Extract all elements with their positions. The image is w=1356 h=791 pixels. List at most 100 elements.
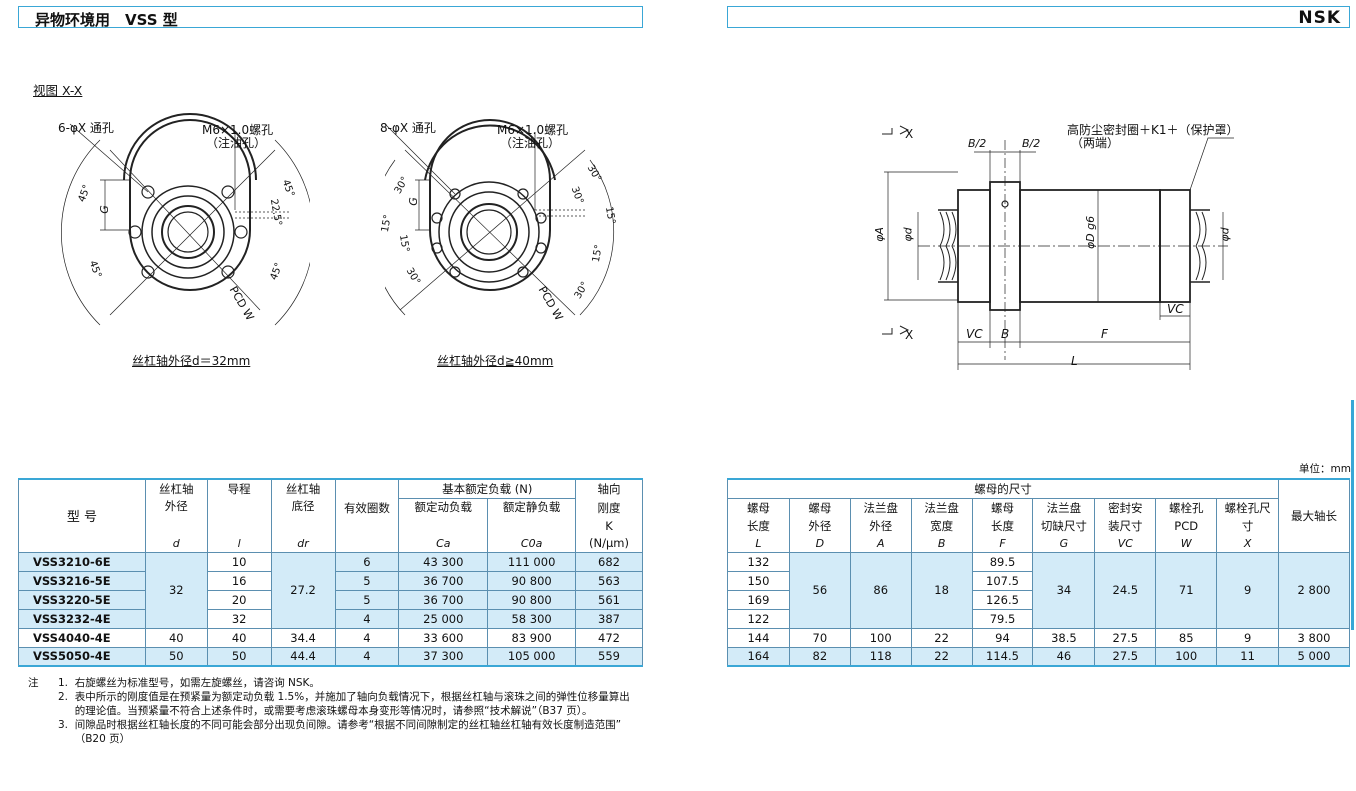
cell: 37 300 <box>398 646 489 667</box>
page-edge-marker <box>1351 400 1354 630</box>
col-head: K <box>605 518 613 533</box>
col-head: 法兰盘宽度 <box>910 497 973 535</box>
col-sym: A <box>849 535 912 553</box>
cell: 86 <box>849 551 912 629</box>
hole-label-40: 8-φX 通孔 <box>380 121 436 135</box>
footnotes: 注 1. 右旋螺丝为标准型号，如需左旋螺丝，请咨询 NSK。2. 表中所示的刚度… <box>28 676 630 746</box>
caption-32: 丝杠轴外径d＝32mm <box>132 354 251 368</box>
note-line: （B20 页） <box>58 733 131 745</box>
model-cell: VSS4040-4E <box>18 627 146 648</box>
col-sym: X <box>1216 535 1280 553</box>
half-b-label: B/2 <box>968 137 987 150</box>
cell: 27.5 <box>1094 627 1157 648</box>
model-cell: VSS3232-4E <box>18 608 146 629</box>
cell: 682 <box>575 551 643 572</box>
cell: 71 <box>1155 551 1218 629</box>
flange-drawing-40 <box>385 119 615 316</box>
cell: 89.5 <box>971 551 1034 572</box>
note-line: 的理论值。当预紧量不符合上述条件时，或需要考虑滚珠螺母本身变形等情况时，请参照“… <box>58 705 593 717</box>
g-label: G <box>406 197 420 206</box>
col-model: 型 号 <box>18 478 146 553</box>
cell: 387 <box>575 608 643 629</box>
cell: 126.5 <box>971 589 1034 610</box>
cell: 4 <box>334 608 400 629</box>
page-title-bar: 异物环境用 VSS 型 <box>18 6 643 29</box>
col-head-line: 装尺寸 <box>1108 518 1143 533</box>
col-sym: l <box>206 535 272 553</box>
cell: 561 <box>575 589 643 610</box>
cell: 3 800 <box>1278 627 1350 648</box>
cell: 132 <box>727 551 790 572</box>
cell: 94 <box>971 627 1034 648</box>
model-cell: VSS3220-5E <box>18 589 146 610</box>
seal-label: 高防尘密封圈＋K1＋（保护罩） <box>1067 123 1239 137</box>
col-head: 刚度 <box>597 500 621 515</box>
col-head: 外径 <box>144 498 208 535</box>
cell: 5 000 <box>1278 646 1350 667</box>
col-head: 螺母外径 <box>788 497 851 535</box>
cell: 105 000 <box>487 646 577 667</box>
cell: 32 <box>144 551 208 629</box>
col-head: 法兰盘切缺尺寸 <box>1032 497 1096 535</box>
b-label: B <box>1001 327 1010 341</box>
cell: 169 <box>727 589 790 610</box>
vc-label: VC <box>966 327 983 341</box>
cell: 34.4 <box>270 627 336 648</box>
cell: 122 <box>727 608 790 629</box>
col-head: 螺母长度 <box>971 497 1034 535</box>
oil-hole-sub-40: （注油孔） <box>500 136 561 150</box>
col-head-line: 法兰盘 <box>863 500 898 515</box>
cell: 150 <box>727 570 790 591</box>
half-b-label: B/2 <box>1022 137 1041 150</box>
flange-drawing-32 <box>60 113 310 326</box>
model-cell: VSS5050-4E <box>18 646 146 667</box>
cell: 5 <box>334 589 400 610</box>
unit-note: 单位：mm <box>1299 463 1351 475</box>
model-cell: VSS3210-6E <box>18 551 146 572</box>
cell: 34 <box>1032 551 1096 629</box>
note-line: 1. 右旋螺丝为标准型号，如需左旋螺丝，请咨询 NSK。 <box>58 677 320 689</box>
cell: 44.4 <box>270 646 336 667</box>
col-head-line: 长度 <box>990 518 1014 533</box>
col-head: 密封安装尺寸 <box>1094 497 1157 535</box>
cell: 90 800 <box>487 570 577 591</box>
table-row: VSS3210-6E 32 10 27.2 6 43 300 111 000 6… <box>18 551 643 629</box>
hole-label-32: 6-φX 通孔 <box>58 121 114 135</box>
col-head: 螺母长度 <box>727 497 790 535</box>
col-head: 法兰盘外径 <box>849 497 912 535</box>
x-marker-top: X <box>905 127 914 141</box>
col-head: 丝杠轴 <box>270 478 336 498</box>
page-title: 异物环境用 VSS 型 <box>35 11 178 29</box>
col-head-line: 螺栓孔 <box>1168 500 1204 515</box>
cell: 9 <box>1216 551 1280 629</box>
col-head-line: 法兰盘 <box>924 500 959 515</box>
col-head-line: 外径 <box>869 518 893 533</box>
cell: 36 700 <box>398 589 489 610</box>
vc-label: VC <box>1167 302 1184 316</box>
cell: 4 <box>334 646 400 667</box>
cell: 111 000 <box>487 551 577 572</box>
col-turns: 有效圈数 <box>334 478 400 535</box>
oil-hole-sub-32: （注油孔） <box>206 136 267 150</box>
cell: 40 <box>206 627 272 648</box>
col-head-line: 法兰盘 <box>1046 500 1082 515</box>
col-head: 底径 <box>270 498 336 535</box>
cell: 563 <box>575 570 643 591</box>
col-head-line: 长度 <box>746 518 770 533</box>
col-head-line: 螺母 <box>808 500 832 515</box>
col-head-line: 螺母 <box>746 500 770 515</box>
col-sym: d <box>144 535 208 553</box>
phi-a-label: φA <box>872 227 886 242</box>
spec-table: 型 号 丝杠轴 导程 丝杠轴 有效圈数 基本额定负载 (N) 轴向 外径 底径 … <box>18 478 643 667</box>
nut-side-view <box>882 125 1234 370</box>
cell: 20 <box>206 589 272 610</box>
cell: 164 <box>727 646 790 667</box>
col-head: 丝杠轴 <box>144 478 208 498</box>
col-head: 额定动负载 <box>398 497 489 535</box>
cell: 58 300 <box>487 608 577 629</box>
col-sym: F <box>971 535 1034 553</box>
col-head-line: 宽度 <box>930 518 954 533</box>
cell: 114.5 <box>971 646 1034 667</box>
